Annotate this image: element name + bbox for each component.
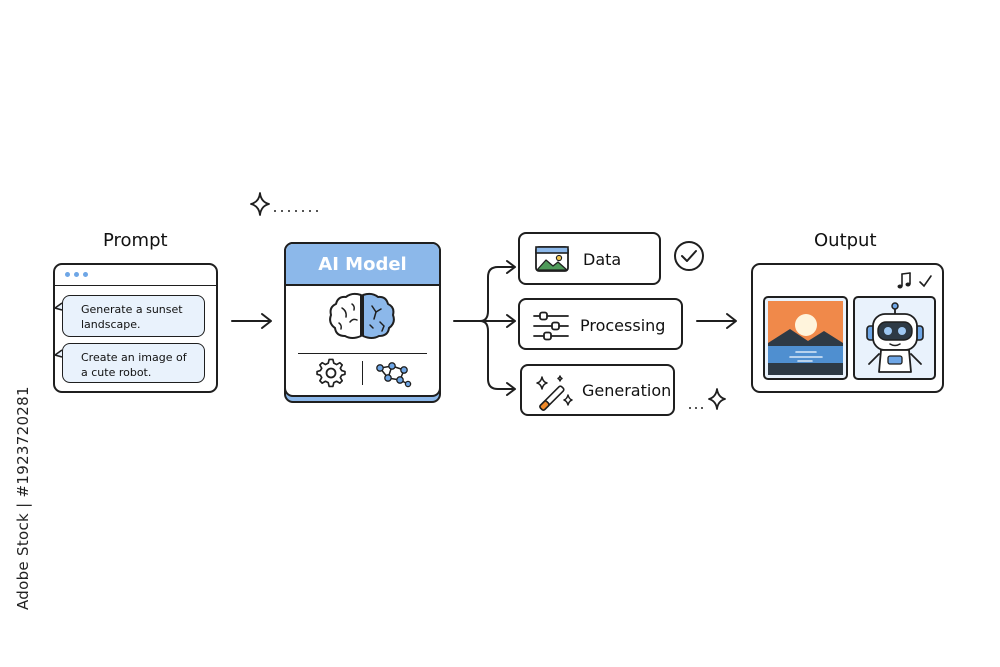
prompt-message: Create an image of a cute robot. bbox=[62, 343, 205, 383]
output-window bbox=[751, 263, 944, 393]
sunset-landscape-icon bbox=[768, 301, 843, 375]
dotted-trail bbox=[274, 210, 318, 212]
output-heading: Output bbox=[814, 230, 877, 251]
divider bbox=[298, 353, 427, 354]
step-processing[interactable]: Processing bbox=[518, 298, 683, 350]
ai-model-card: AI Model bbox=[284, 242, 441, 397]
arrow-to-output bbox=[696, 313, 737, 329]
robot-icon bbox=[866, 302, 924, 373]
step-label: Data bbox=[583, 250, 622, 269]
magic-wand-icon bbox=[536, 375, 573, 411]
sparkle-icon bbox=[250, 192, 270, 216]
prompt-window: Generate a sunset landscape. Create an i… bbox=[53, 263, 218, 393]
sparkle-icon bbox=[708, 388, 726, 410]
dotted-trail bbox=[689, 407, 703, 409]
gear-icon bbox=[316, 358, 346, 388]
step-data[interactable]: Data bbox=[518, 232, 661, 285]
window-dot-icon bbox=[74, 272, 79, 277]
checkmark-circle-icon bbox=[674, 241, 704, 271]
sliders-icon bbox=[533, 311, 569, 341]
bubble-tail bbox=[53, 302, 63, 311]
divider bbox=[362, 361, 363, 385]
ai-model-header: AI Model bbox=[286, 244, 439, 286]
step-generation[interactable]: Generation bbox=[520, 364, 675, 416]
image-icon bbox=[535, 246, 569, 272]
arrow-model-to-steps bbox=[453, 260, 516, 396]
prompt-heading: Prompt bbox=[103, 230, 168, 251]
brain-icon bbox=[329, 292, 395, 339]
prompt-message: Generate a sunset landscape. bbox=[62, 295, 205, 337]
music-note-icon bbox=[897, 272, 932, 289]
window-dot-icon bbox=[83, 272, 88, 277]
sunset-image bbox=[763, 296, 848, 380]
window-titlebar bbox=[55, 265, 216, 286]
step-label: Generation bbox=[582, 381, 672, 400]
ai-model-title: AI Model bbox=[318, 254, 407, 275]
bubble-tail bbox=[53, 349, 63, 358]
window-dot-icon bbox=[65, 272, 70, 277]
robot-image bbox=[853, 296, 936, 380]
network-icon bbox=[376, 362, 412, 388]
arrow-prompt-to-model bbox=[231, 313, 272, 329]
step-label: Processing bbox=[580, 316, 666, 335]
